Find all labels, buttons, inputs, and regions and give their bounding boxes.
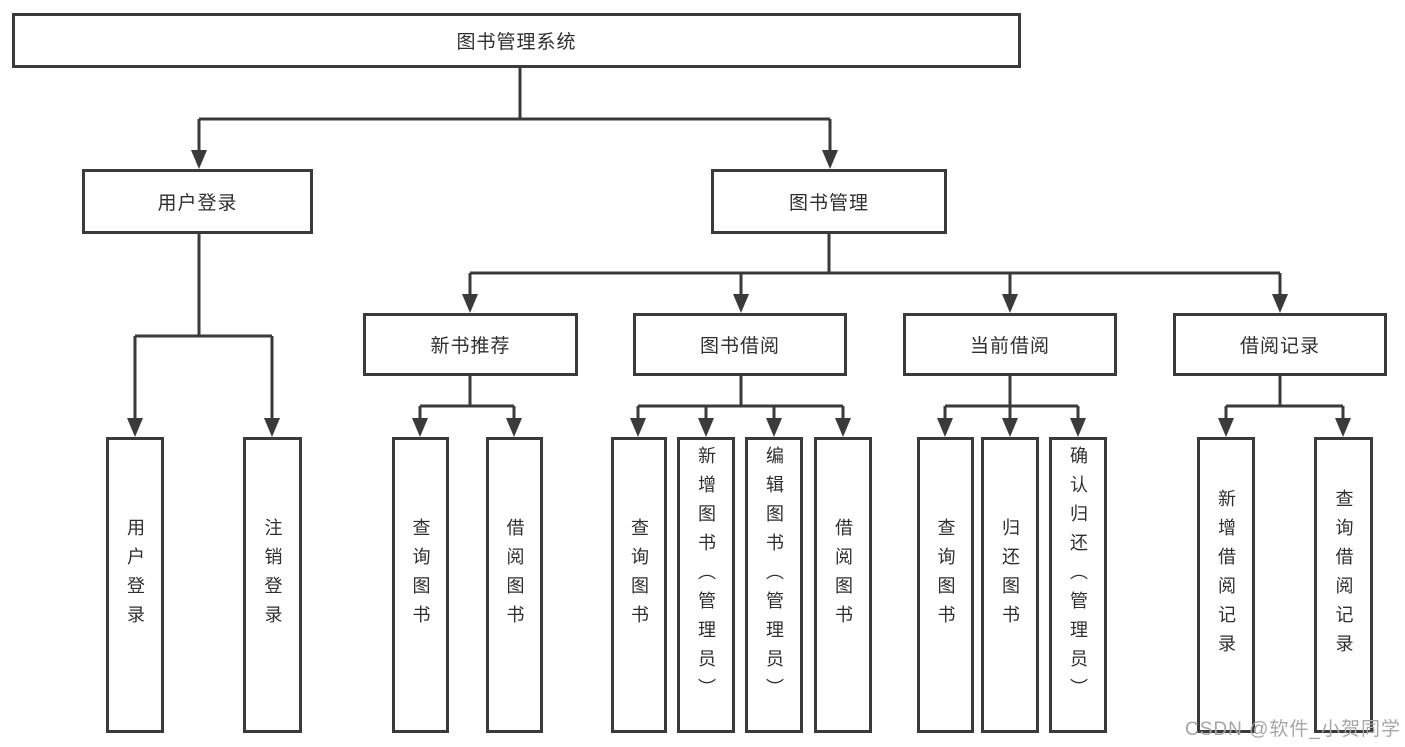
node-label: 归还图书 xyxy=(1000,518,1020,634)
node-label: 新增图书（管理员） xyxy=(696,445,716,707)
leaf-newbook-query-books: 查询图书 xyxy=(392,437,449,733)
node-new-book-recommendation: 新书推荐 xyxy=(363,313,578,376)
node-label: 用户登录 xyxy=(125,518,145,634)
leaf-user-login: 用户登录 xyxy=(106,437,164,733)
node-label: 图书借阅 xyxy=(699,336,780,357)
node-library-management-system: 图书管理系统 xyxy=(12,13,1021,68)
node-label: 用户登录 xyxy=(157,193,238,214)
node-label: 注销登录 xyxy=(262,518,283,634)
node-label: 当前借阅 xyxy=(969,336,1050,357)
node-label: 图书管理 xyxy=(788,193,869,214)
leaf-edit-book-admin: 编辑图书（管理员） xyxy=(745,437,803,733)
node-book-borrowing: 图书借阅 xyxy=(633,313,847,376)
leaf-query-borrow-record: 查询借阅记录 xyxy=(1314,437,1373,733)
node-label: 查询图书 xyxy=(935,518,956,634)
node-user-login: 用户登录 xyxy=(82,169,313,234)
leaf-logout: 注销登录 xyxy=(243,437,302,733)
node-label: 新书推荐 xyxy=(430,336,511,357)
node-label: 借阅记录 xyxy=(1239,336,1320,357)
leaf-newbook-borrow-books: 借阅图书 xyxy=(486,437,543,733)
node-label: 借阅图书 xyxy=(504,518,525,634)
node-label: 新增借阅记录 xyxy=(1216,489,1236,663)
node-book-management: 图书管理 xyxy=(711,169,947,234)
node-borrowing-records: 借阅记录 xyxy=(1173,313,1387,376)
node-label: 借阅图书 xyxy=(833,518,853,634)
leaf-add-borrow-record: 新增借阅记录 xyxy=(1197,437,1255,733)
node-label: 查询图书 xyxy=(410,518,431,634)
leaf-return-books: 归还图书 xyxy=(981,437,1039,733)
leaf-borrow-query-books: 查询图书 xyxy=(611,437,667,733)
node-label: 图书管理系统 xyxy=(456,32,577,53)
arrowheads xyxy=(127,150,1351,437)
leaf-current-query-books: 查询图书 xyxy=(917,437,974,733)
node-label: 查询借阅记录 xyxy=(1333,489,1354,663)
node-label: 查询图书 xyxy=(629,518,649,634)
node-current-borrowing: 当前借阅 xyxy=(903,313,1117,376)
node-label: 确认归还（管理员） xyxy=(1068,445,1088,707)
csdn-watermark: CSDN @软件_小贺同学 xyxy=(1185,719,1401,740)
node-label: 编辑图书（管理员） xyxy=(764,445,784,707)
leaf-borrow-books: 借阅图书 xyxy=(814,437,872,733)
leaf-confirm-return-admin: 确认归还（管理员） xyxy=(1049,437,1107,733)
leaf-add-book-admin: 新增图书（管理员） xyxy=(677,437,735,733)
